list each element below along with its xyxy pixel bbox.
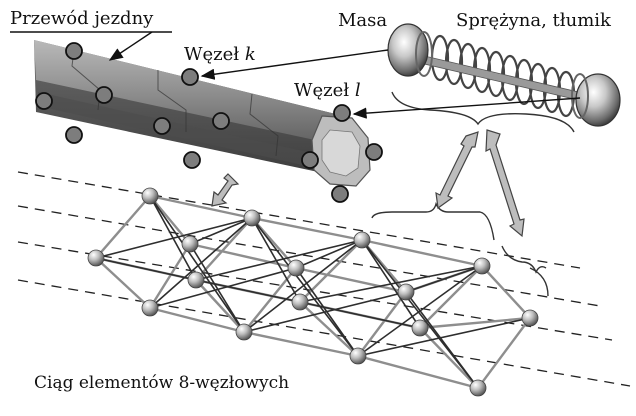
leader-node-l [352,97,581,119]
label-node-l-var: l [355,80,361,101]
relation-arrows [211,129,525,238]
curly-braces [371,91,575,297]
label-node-l-prefix: Węzeł [294,80,355,101]
arrow-spring-to-right-brace [485,129,525,238]
spring-damper-assembly [387,23,621,127]
arrow-conductor-to-mesh [211,173,240,207]
label-node-k-prefix: Węzeł [184,44,245,65]
leader-conductor [108,31,153,61]
label-node-k-var: k [245,44,256,65]
label-mass: Masa [338,10,387,31]
label-spring-damper: Sprężyna, tłumik [456,10,612,31]
arrow-spring-to-left-brace [435,131,479,210]
leader-node-k [200,49,389,80]
label-conductor: Przewód jezdny [10,8,154,29]
dashed-guide-lines [17,171,631,387]
label-node-l: Węzeł l [294,80,361,101]
conductor-nodes [35,42,383,203]
label-node-k: Węzeł k [184,44,256,65]
mass-ball-right [575,73,621,127]
element-chain-mesh [87,187,539,397]
leader-arrows [108,31,581,119]
conductor-tube [34,40,371,187]
label-element-chain: Ciąg elementów 8-węzłowych [34,373,289,393]
